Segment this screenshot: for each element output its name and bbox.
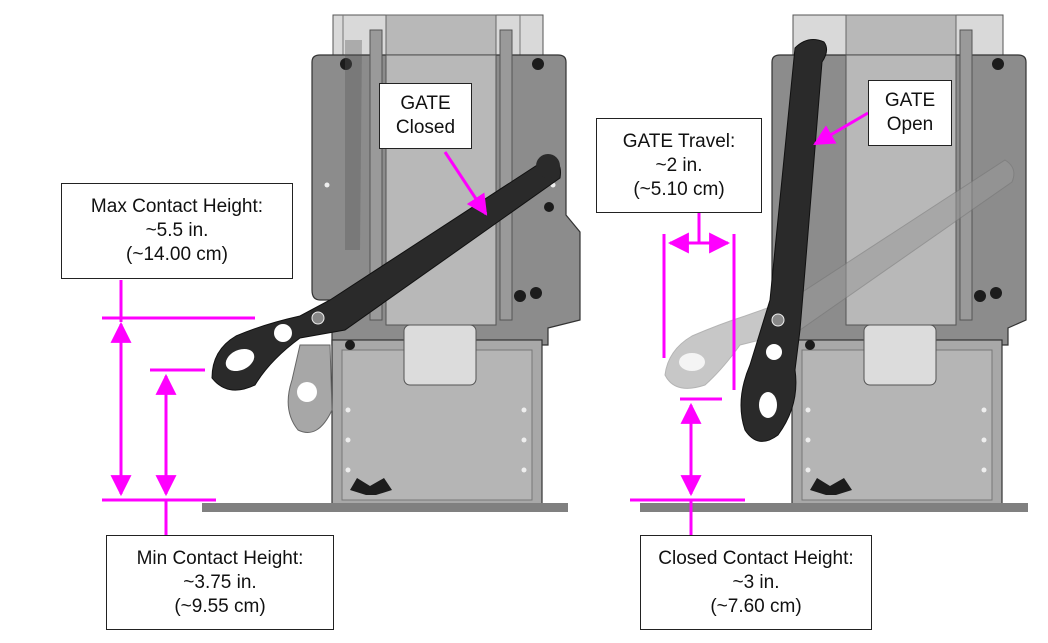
closed-contact-line1: Closed Contact Height:	[658, 547, 854, 569]
right-ghost-arm-hole	[679, 353, 705, 371]
right-gate-arm	[740, 39, 828, 442]
closed-contact-line2: ~3 in.	[732, 571, 780, 593]
closed-contact-line3: (~7.60 cm)	[710, 595, 802, 617]
left-arm-pivot	[311, 311, 325, 325]
gate-open-label: GATE Open	[868, 80, 952, 146]
gate-open-label-line2: Open	[886, 114, 934, 135]
right-window	[863, 324, 937, 386]
gate-open-pointer	[813, 111, 869, 146]
right-arm-grip-hole	[759, 392, 777, 418]
left-window	[403, 324, 477, 386]
left-arm-grip-hole	[225, 348, 255, 372]
gate-travel-line2: ~2 in.	[655, 154, 703, 176]
right-ghost-arm	[664, 159, 1015, 389]
left-ghost-arm-hole	[297, 382, 317, 402]
left-rail-strip-right	[499, 29, 513, 321]
closed-contact-height-label: Closed Contact Height: ~3 in. (~7.60 cm)	[640, 535, 872, 630]
right-arm-pivot	[771, 313, 785, 327]
left-ghost-arm-upper	[345, 40, 362, 250]
min-contact-line3: (~9.55 cm)	[174, 595, 266, 617]
right-arm-hole	[766, 344, 782, 360]
annotations	[102, 111, 869, 535]
left-gate-arm	[211, 157, 561, 391]
min-contact-line1: Min Contact Height:	[136, 547, 304, 569]
gate-closed-label-line1: GATE	[400, 93, 451, 114]
max-contact-line2: ~5.5 in.	[145, 220, 209, 241]
right-rivets	[805, 407, 987, 473]
max-contact-line3: (~14.00 cm)	[126, 244, 228, 265]
gate-travel-line3: (~5.10 cm)	[633, 178, 725, 200]
left-floor	[202, 503, 568, 512]
right-floor	[640, 503, 1028, 512]
max-contact-height-label: Max Contact Height: ~5.5 in. (~14.00 cm)	[61, 183, 293, 279]
gate-open-label-line1: GATE	[884, 90, 936, 111]
left-arm-knob	[536, 154, 560, 178]
gate-closed-label: GATE Closed	[379, 83, 472, 149]
left-screws	[340, 58, 554, 350]
gate-closed-pointer	[443, 151, 488, 216]
right-rail-strip	[959, 29, 973, 321]
max-contact-line1: Max Contact Height:	[90, 196, 264, 217]
min-contact-line2: ~3.75 in.	[183, 571, 257, 593]
right-wing-nut	[810, 478, 852, 495]
right-machine	[664, 14, 1027, 506]
gate-travel-line1: GATE Travel:	[622, 130, 736, 152]
left-arm-hole	[274, 324, 292, 342]
min-contact-height-label: Min Contact Height: ~3.75 in. (~9.55 cm)	[106, 535, 334, 630]
gate-closed-label-line2: Closed	[395, 117, 456, 138]
left-wing-nut	[350, 478, 392, 495]
gate-travel-label: GATE Travel: ~2 in. (~5.10 cm)	[596, 118, 762, 213]
